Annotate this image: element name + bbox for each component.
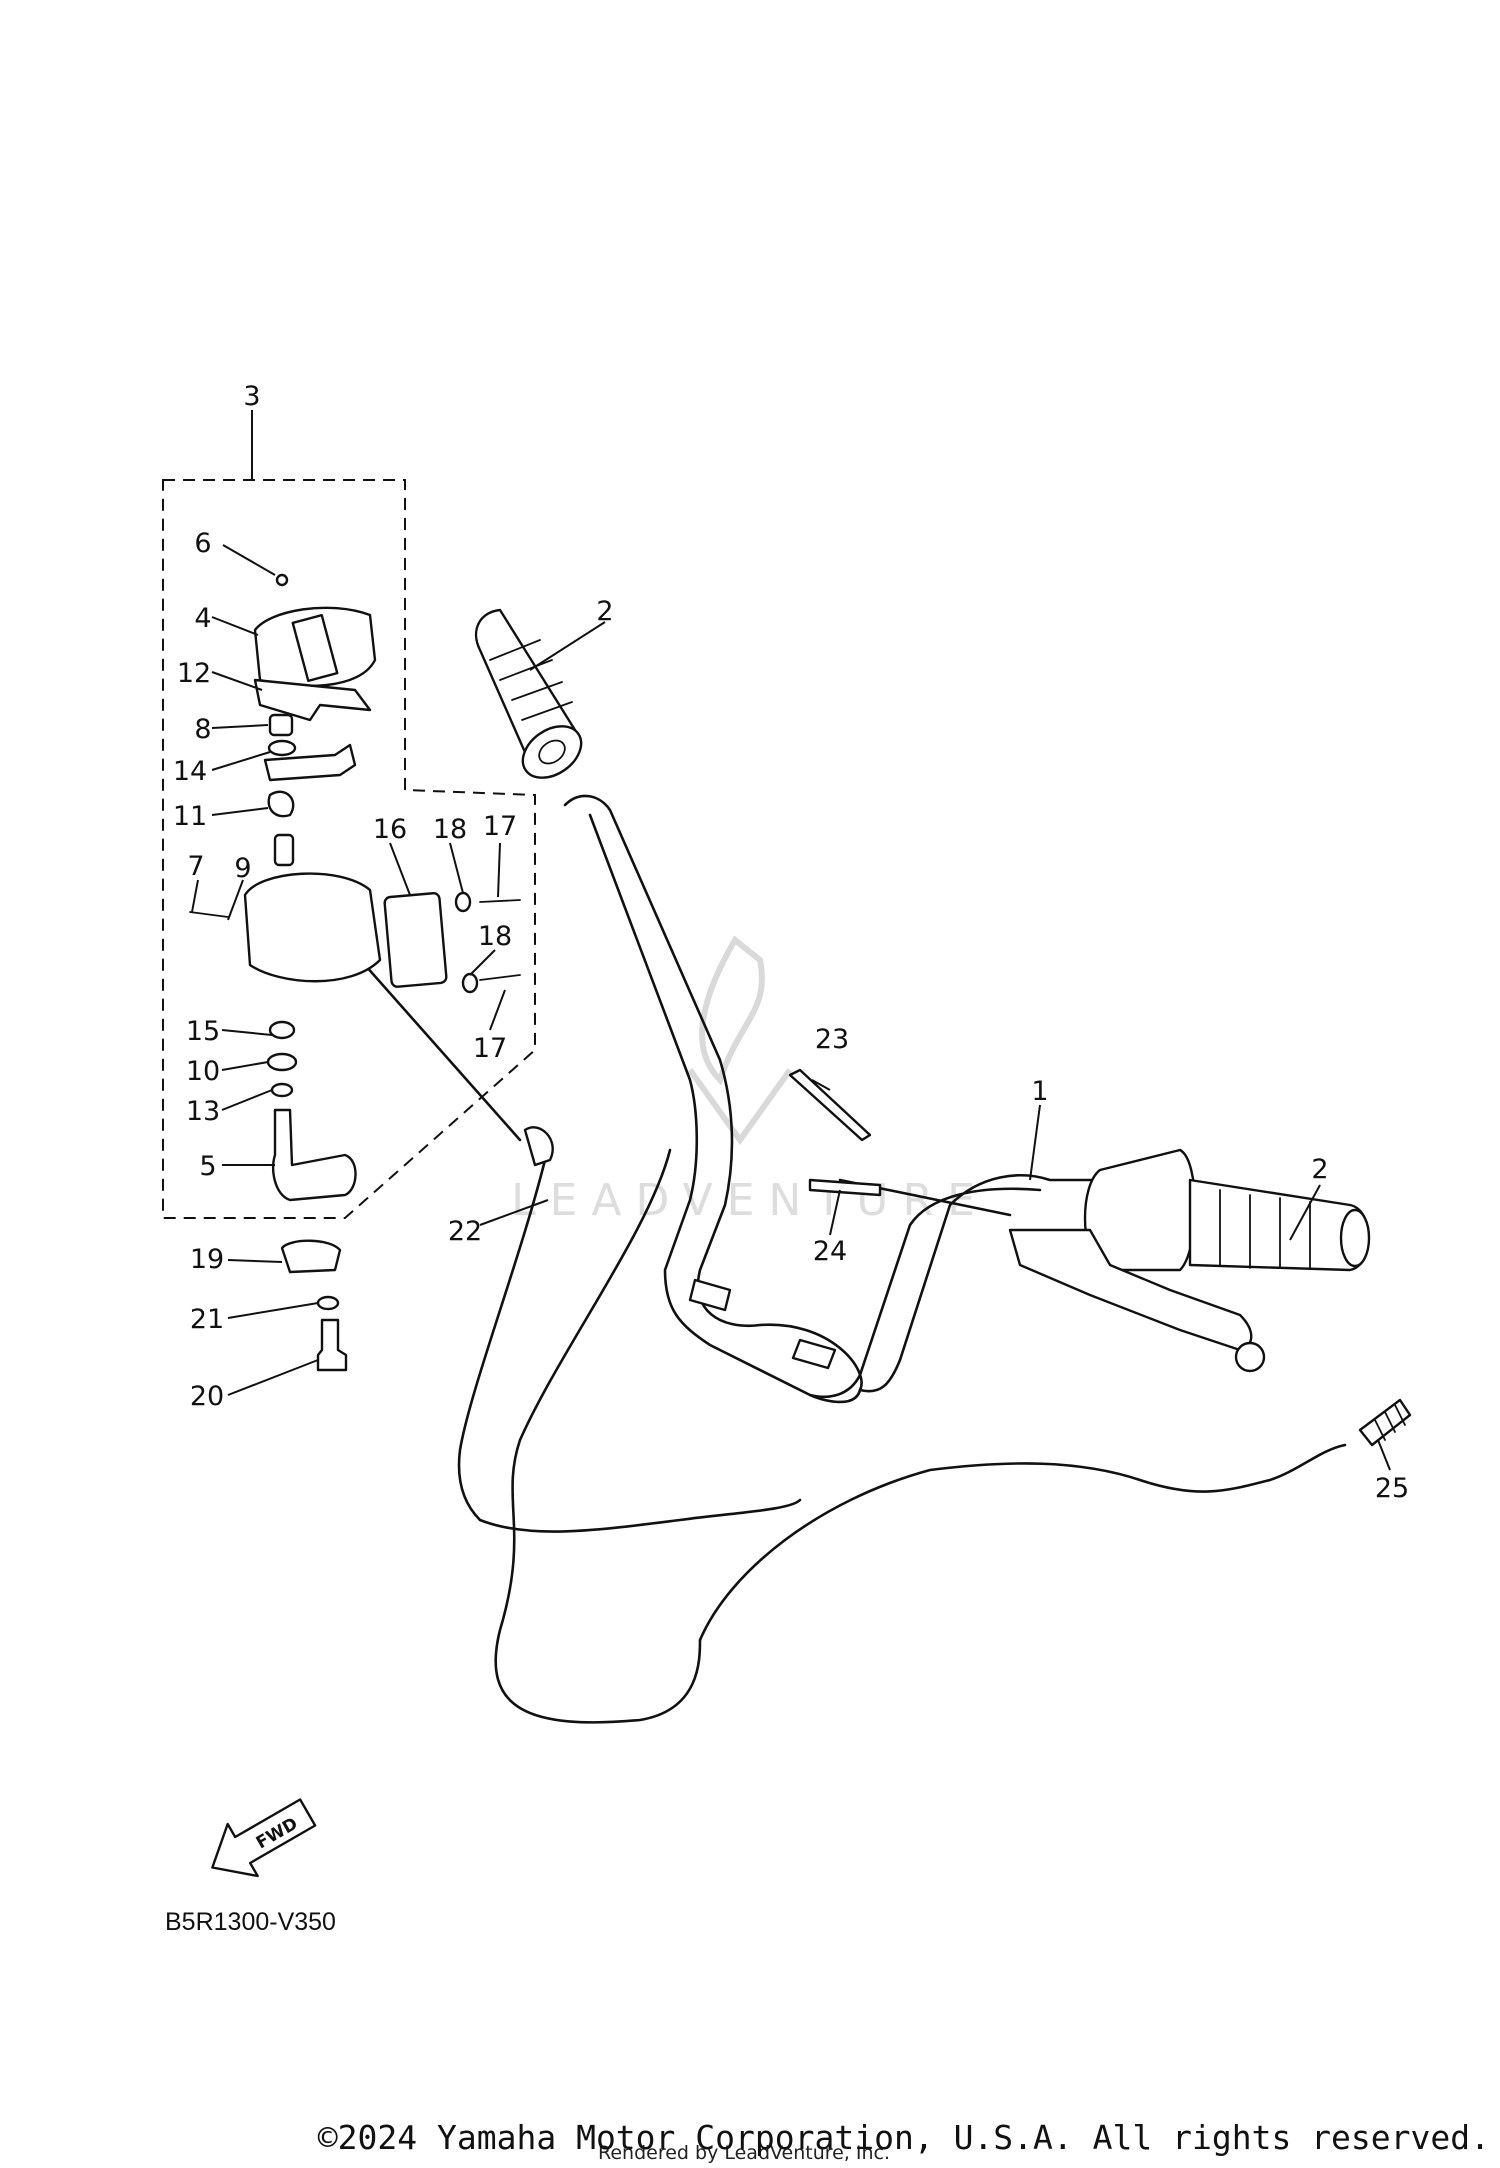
fwd-arrow-icon: FWD <box>211 1798 317 1878</box>
callout-3: 3 <box>243 381 260 412</box>
callout-10: 10 <box>186 1056 220 1087</box>
callout-9: 9 <box>234 853 251 884</box>
throttle-plate <box>263 743 357 782</box>
callout-1: 1 <box>1031 1076 1048 1107</box>
leader-lines <box>191 410 1391 1471</box>
rendered-by-credit: Rendered by LeadVenture, Inc. <box>598 2142 891 2164</box>
callout-18: 18 <box>433 814 467 845</box>
bolts-17 <box>479 899 521 981</box>
seal-15 <box>268 1020 296 1040</box>
callout-15: 15 <box>186 1016 220 1047</box>
screw-6 <box>275 573 289 587</box>
callout-14: 14 <box>173 756 207 787</box>
callout-4: 4 <box>194 603 211 634</box>
diagram-code: B5R1300-V350 <box>165 1908 336 1936</box>
callout-25: 25 <box>1375 1473 1409 1504</box>
bar-band <box>791 1338 837 1370</box>
callout-11: 11 <box>173 801 207 832</box>
callout-13: 13 <box>186 1096 220 1127</box>
callout-17: 17 <box>473 1033 507 1064</box>
callout-20: 20 <box>190 1381 224 1412</box>
callout-5: 5 <box>199 1151 216 1182</box>
bolt-20 <box>316 1318 348 1372</box>
return-spring-11 <box>267 790 295 818</box>
callout-16: 16 <box>373 814 407 845</box>
throttle-components <box>189 573 882 1372</box>
throttle-lever-5 <box>271 1108 357 1202</box>
cover-gasket <box>253 678 372 722</box>
washer-13 <box>270 1082 294 1098</box>
cable-adjuster-8 <box>268 713 294 737</box>
washer-10 <box>266 1052 298 1072</box>
callout-labels: 1 2 2 3 4 5 6 7 8 9 10 11 12 13 14 15 16… <box>173 381 1409 1504</box>
callout-6: 6 <box>194 528 211 559</box>
callout-8: 8 <box>194 714 211 745</box>
watermark-text: LEADVENTURE <box>511 1175 989 1226</box>
cable-guide-23 <box>788 1068 872 1142</box>
callout-24: 24 <box>813 1236 847 1267</box>
washer-14 <box>267 739 297 757</box>
callout-21: 21 <box>190 1304 224 1335</box>
throttle-housing <box>243 872 382 983</box>
grip-upper <box>474 608 583 779</box>
callout-19: 19 <box>190 1244 224 1275</box>
callout-22: 22 <box>448 1216 482 1247</box>
callout-2: 2 <box>1311 1154 1328 1185</box>
assembly-3-boundary <box>162 479 536 1219</box>
leadventure-watermark: LEADVENTURE <box>511 935 989 1226</box>
cables <box>363 963 1412 1724</box>
clamp-19 <box>280 1239 342 1274</box>
copyright-notice: ©2024 Yamaha Motor Corporation, U.S.A. A… <box>317 2118 1490 2157</box>
switch-16 <box>383 892 448 988</box>
callout-23: 23 <box>815 1024 849 1055</box>
washer-21 <box>316 1295 340 1311</box>
bolt-7 <box>189 911 229 918</box>
cable-holder-24 <box>808 1178 882 1197</box>
callout-18: 18 <box>478 921 512 952</box>
callout-17: 17 <box>483 811 517 842</box>
bushing <box>273 833 295 867</box>
bar-band <box>688 1278 732 1312</box>
callout-2: 2 <box>596 596 613 627</box>
callout-7: 7 <box>187 851 204 882</box>
clutch-lever-assembly <box>1008 1148 1371 1373</box>
callout-12: 12 <box>177 658 211 689</box>
